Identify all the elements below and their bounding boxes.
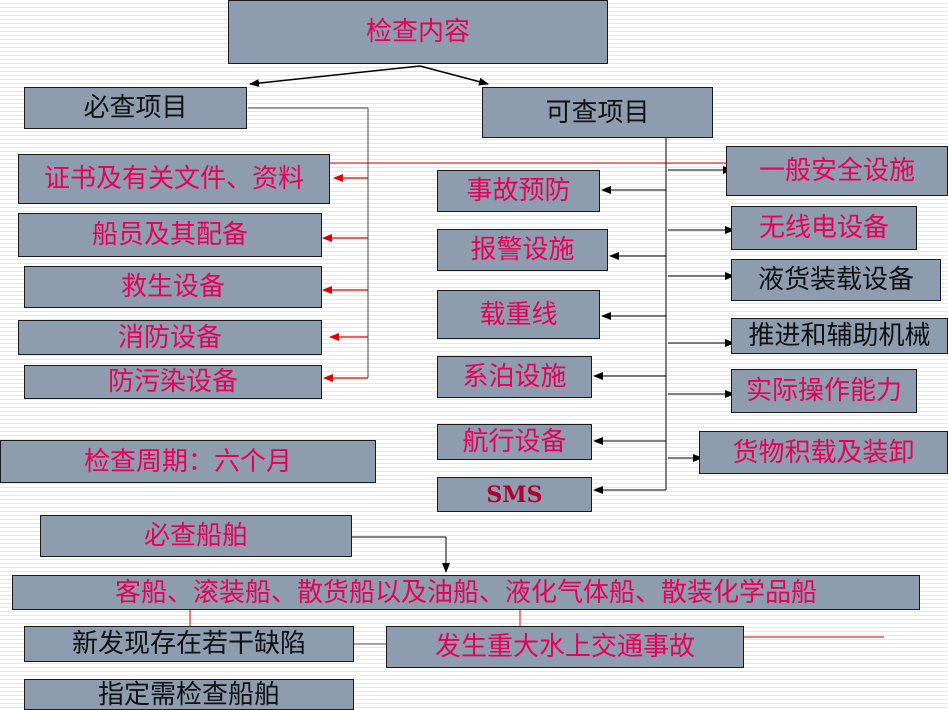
mandatory-item-text: 证书及有关文件、资料 — [43, 164, 304, 194]
optional-left-item-text: 事故预防 — [466, 176, 571, 206]
condition-text: 新发现存在若干缺陷 — [71, 629, 306, 659]
mandatory-heading-box: 必查项目 — [24, 87, 247, 129]
ship-types-text: 客船、滚装船、散货船以及油船、液化气体船、散装化学品船 — [114, 577, 817, 608]
designated-ship-box: 指定需检查船舶 — [24, 679, 354, 710]
mandatory-item-box: 船员及其配备 — [18, 213, 322, 257]
period-box: 检查周期：六个月 — [0, 440, 376, 483]
optional-left-item-box: 系泊设施 — [437, 356, 592, 398]
optional-right-item-text: 推进和辅助机械 — [748, 321, 931, 351]
title-text: 检查内容 — [365, 17, 470, 47]
optional-left-item-box: 报警设施 — [437, 229, 608, 271]
title-box: 检查内容 — [228, 0, 608, 64]
optional-left-item-box: 航行设备 — [437, 424, 592, 460]
optional-left-item-text: 航行设备 — [462, 427, 567, 457]
optional-left-item-box: 事故预防 — [437, 170, 600, 212]
optional-right-item-text: 无线电设备 — [758, 213, 889, 243]
mandatory-heading-text: 必查项目 — [83, 93, 188, 123]
optional-right-item-text: 货物积载及装卸 — [732, 437, 915, 468]
ships-heading-text: 必查船舶 — [143, 521, 248, 551]
condition-box: 发生重大水上交通事故 — [386, 626, 744, 668]
optional-left-item-text: SMS — [486, 481, 543, 508]
optional-right-item-box: 无线电设备 — [731, 206, 917, 250]
optional-right-item-text: 液货装载设备 — [757, 265, 914, 295]
optional-right-item-box: 推进和辅助机械 — [731, 318, 948, 354]
condition-box: 新发现存在若干缺陷 — [24, 626, 354, 662]
optional-heading-text: 可查项目 — [545, 97, 650, 128]
mandatory-item-text: 船员及其配备 — [91, 220, 248, 250]
optional-heading-box: 可查项目 — [482, 87, 713, 138]
optional-right-item-box: 货物积载及装卸 — [699, 431, 948, 474]
optional-left-item-text: 系泊设施 — [462, 362, 567, 392]
ships-heading-box: 必查船舶 — [40, 515, 352, 557]
optional-left-item-box: SMS — [437, 477, 592, 512]
mandatory-item-box: 救生设备 — [24, 266, 322, 308]
period-text: 检查周期：六个月 — [83, 446, 292, 477]
optional-left-item-text: 载重线 — [479, 299, 558, 330]
designated-ship-text: 指定需检查船舶 — [97, 679, 280, 710]
optional-right-item-text: 一般安全设施 — [758, 156, 915, 186]
optional-left-item-box: 载重线 — [437, 290, 600, 339]
optional-right-item-text: 实际操作能力 — [745, 376, 902, 406]
mandatory-item-text: 消防设备 — [117, 322, 222, 353]
optional-right-item-box: 实际操作能力 — [731, 369, 917, 413]
mandatory-item-box: 防污染设备 — [24, 365, 322, 399]
optional-right-item-box: 一般安全设施 — [726, 146, 948, 196]
ship-types-box: 客船、滚装船、散货船以及油船、液化气体船、散装化学品船 — [12, 575, 920, 610]
mandatory-item-text: 救生设备 — [120, 272, 225, 302]
mandatory-item-box: 消防设备 — [18, 320, 322, 355]
mandatory-item-box: 证书及有关文件、资料 — [18, 154, 330, 204]
condition-text: 发生重大水上交通事故 — [434, 632, 695, 662]
optional-right-item-box: 液货装载设备 — [731, 259, 941, 301]
mandatory-item-text: 防污染设备 — [107, 367, 238, 397]
optional-left-item-text: 报警设施 — [470, 235, 575, 265]
